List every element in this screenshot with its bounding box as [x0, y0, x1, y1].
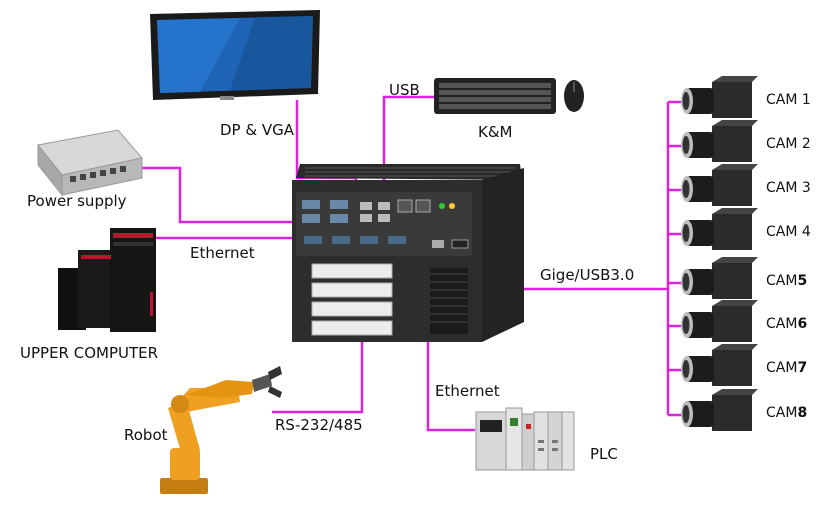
label-ethernet-top: Ethernet — [190, 244, 255, 262]
keyboard-icon — [434, 78, 556, 114]
camera-icon — [681, 300, 758, 342]
camera-label: CAM 3 — [766, 180, 811, 196]
line-power — [140, 166, 300, 224]
camera-label: CAM 2 — [766, 136, 811, 152]
camera-array — [681, 76, 758, 431]
camera-icon — [681, 164, 758, 206]
camera-icon — [681, 344, 758, 386]
camera-label: CAM6 — [766, 316, 808, 332]
label-usb: USB — [389, 81, 420, 99]
label-plc: PLC — [590, 445, 618, 463]
mouse-icon — [564, 80, 584, 112]
camera-icon — [681, 208, 758, 250]
label-monitor: DP & VGA — [220, 121, 294, 139]
label-power: Power supply — [27, 192, 127, 210]
label-robot: Robot — [124, 426, 168, 444]
plc-icon — [475, 407, 575, 471]
camera-icon — [681, 76, 758, 118]
camera-label: CAM5 — [766, 273, 808, 289]
camera-label: CAM8 — [766, 405, 808, 421]
camera-label: CAM 4 — [766, 224, 811, 240]
label-upper-computer: UPPER COMPUTER — [20, 344, 159, 362]
camera-label: CAM7 — [766, 360, 808, 376]
label-gige: Gige/USB3.0 — [540, 266, 635, 284]
label-keyboard-mouse: K&M — [478, 123, 513, 141]
monitor-icon — [150, 10, 320, 100]
power-supply-icon — [37, 129, 143, 197]
camera-label: CAM 1 — [766, 92, 811, 108]
camera-icon — [681, 257, 758, 299]
label-serial: RS-232/485 — [275, 416, 363, 434]
robot-arm-icon — [160, 366, 282, 494]
camera-icon — [681, 389, 758, 431]
label-ethernet-bottom: Ethernet — [435, 382, 500, 400]
camera-icon — [681, 120, 758, 162]
industrial-pc-icon — [292, 164, 524, 342]
desktop-pc-icon — [58, 228, 156, 332]
